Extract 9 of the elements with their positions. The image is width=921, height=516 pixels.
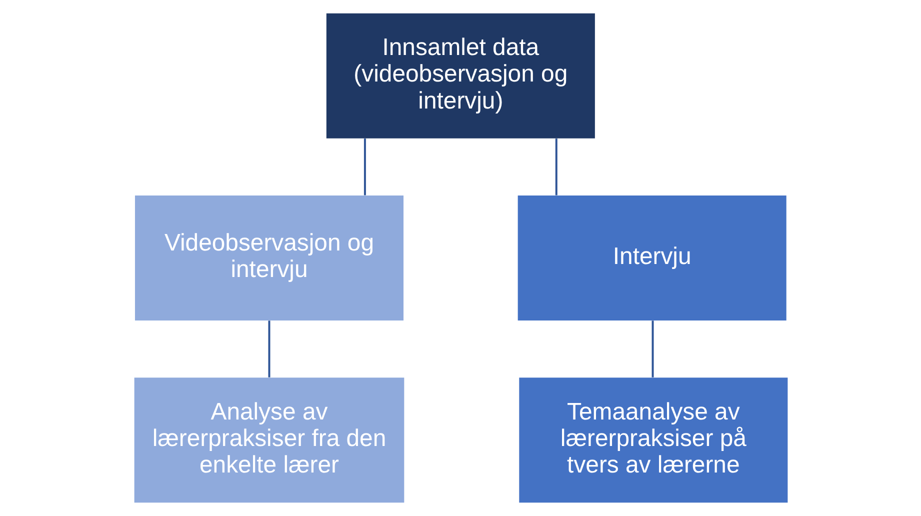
- connector: [554, 138, 557, 196]
- connector: [363, 138, 366, 196]
- connector: [651, 320, 654, 378]
- node-box: Analyse av lærerpraksiser fra den enkelte lærer: [134, 378, 404, 503]
- node-box: Temaanalyse av lærerpraksiser på tvers av lærerne: [518, 378, 788, 503]
- node-box: Innsamlet data (videobservasjon og intervju): [326, 13, 594, 138]
- node-box: Videobservasjon og intervju: [134, 196, 403, 320]
- node-box: Intervju: [517, 196, 786, 320]
- connector: [268, 320, 270, 378]
